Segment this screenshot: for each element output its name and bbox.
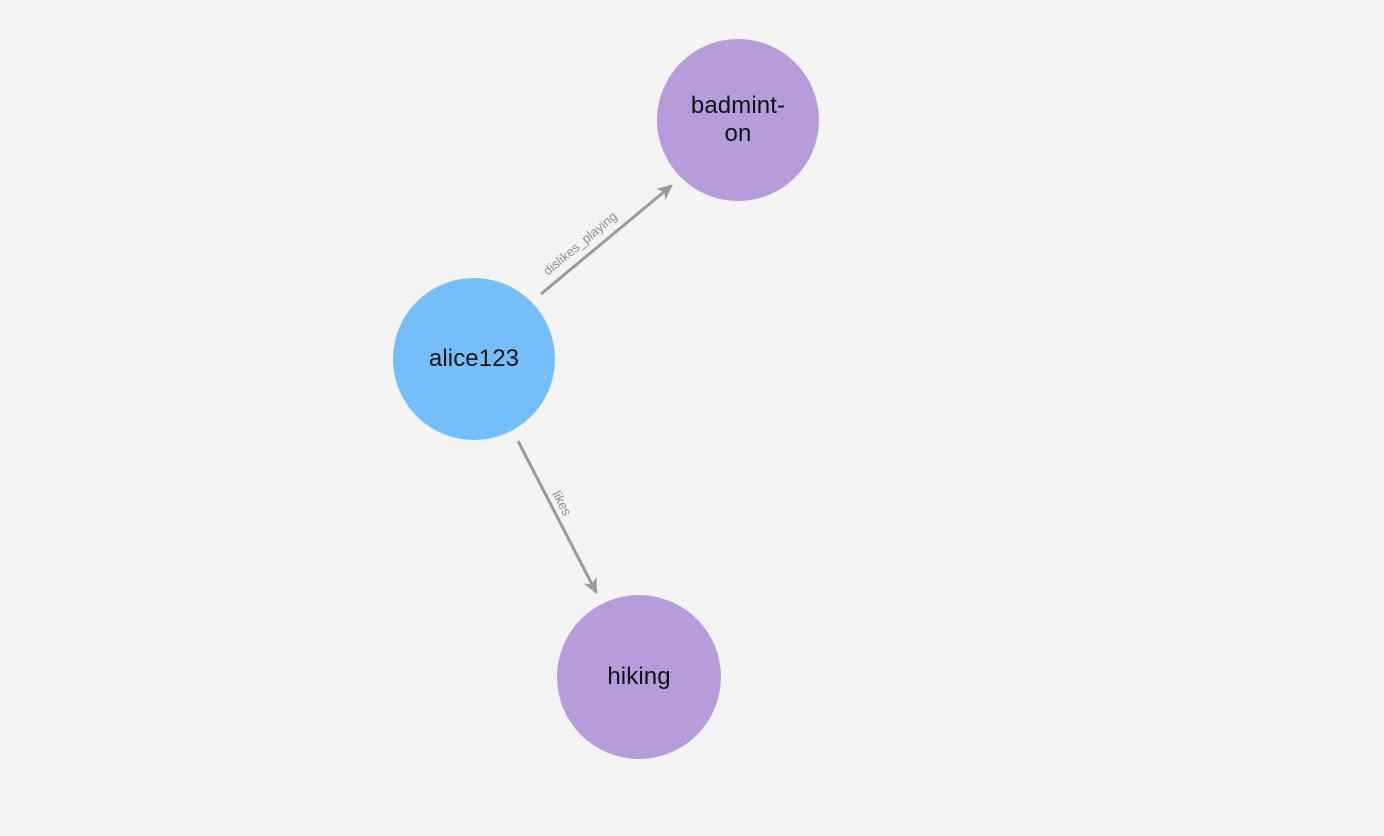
graph-node-hiking[interactable]: hiking [557, 595, 721, 759]
node-label-badminton: badmint- on [690, 92, 786, 147]
node-label-alice123: alice123 [428, 345, 520, 372]
graph-node-badminton[interactable]: badmint- on [657, 39, 819, 201]
edge-dislikes-playing-line[interactable] [540, 184, 673, 296]
graph-node-alice123[interactable]: alice123 [393, 278, 555, 440]
edge-likes-line[interactable] [516, 440, 598, 595]
node-label-hiking: hiking [607, 663, 671, 690]
